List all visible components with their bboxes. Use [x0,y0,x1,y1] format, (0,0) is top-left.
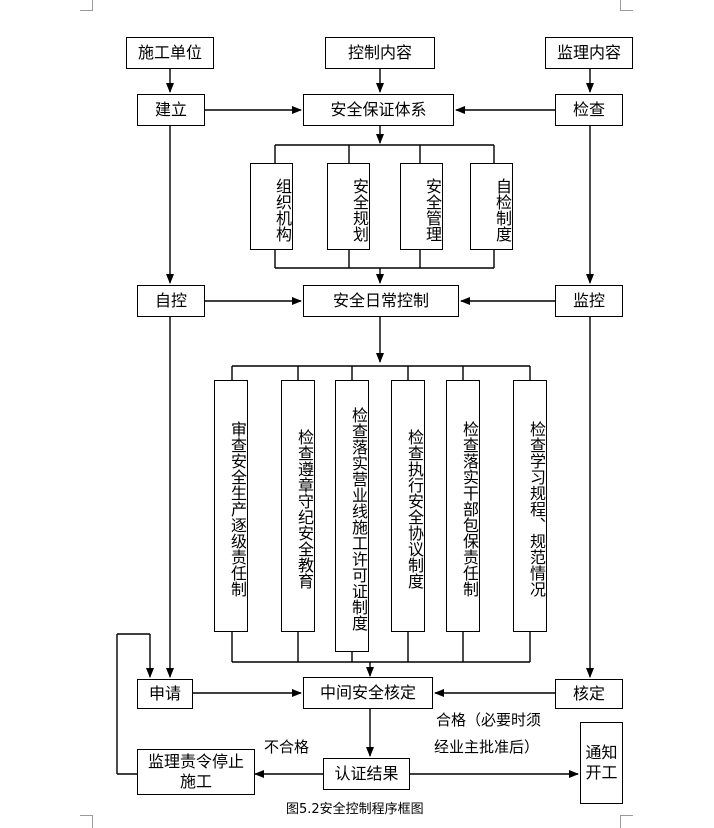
construction-unit-box: 施工单位 [126,37,214,69]
check-item-3-box: 检查落实营业线施工许可证制度 [335,380,369,652]
order-stop-box: 监理责令停止施工 [137,749,255,795]
daily-control-box: 安全日常控制 [303,285,459,317]
unqualified-label: 不合格 [264,738,310,756]
safety-system-box: 安全保证体系 [303,94,454,126]
corner-mark-bottom-left [80,815,93,828]
figure-caption: 图5.2安全控制程序框图 [286,802,424,817]
apply-box: 申请 [137,679,193,709]
check-item-5-box: 检查落实干部包保责任制 [446,380,480,632]
qualified-label-line1: 合格（必要时须 [436,711,542,729]
corner-mark-top-left [80,0,93,11]
mid-check-box: 中间安全核定 [303,677,433,709]
check-item-1-box: 审查安全生产逐级责任制 [214,380,248,632]
check-item-6-box: 检查学习规程、规范情况 [513,380,547,632]
safety-plan-box: 安全规划 [327,163,370,250]
qualified-label-line2: 经业主批准后） [434,738,540,756]
check-item-2-box: 检查遵章守纪安全教育 [281,380,315,632]
notify-start-box: 通知开工 [580,722,623,804]
monitor-box: 监控 [555,285,623,317]
supervision-content-box: 监理内容 [545,37,633,69]
organization-box: 组织机构 [250,163,293,250]
safety-management-box: 安全管理 [400,163,443,250]
approve-box: 核定 [555,679,623,709]
self-check-system-box: 自检制度 [470,163,513,250]
notify-start-text: 通知开工 [585,743,618,782]
cert-result-box: 认证结果 [323,758,410,790]
order-stop-text: 监理责令停止施工 [147,752,244,791]
establish-box: 建立 [137,94,205,126]
control-content-box: 控制内容 [325,37,435,69]
corner-mark-top-right [620,0,633,11]
check-item-4-box: 检查执行安全协议制度 [391,380,425,632]
self-control-box: 自控 [137,285,205,317]
corner-mark-bottom-right [620,815,633,828]
inspect-box: 检查 [555,94,623,126]
